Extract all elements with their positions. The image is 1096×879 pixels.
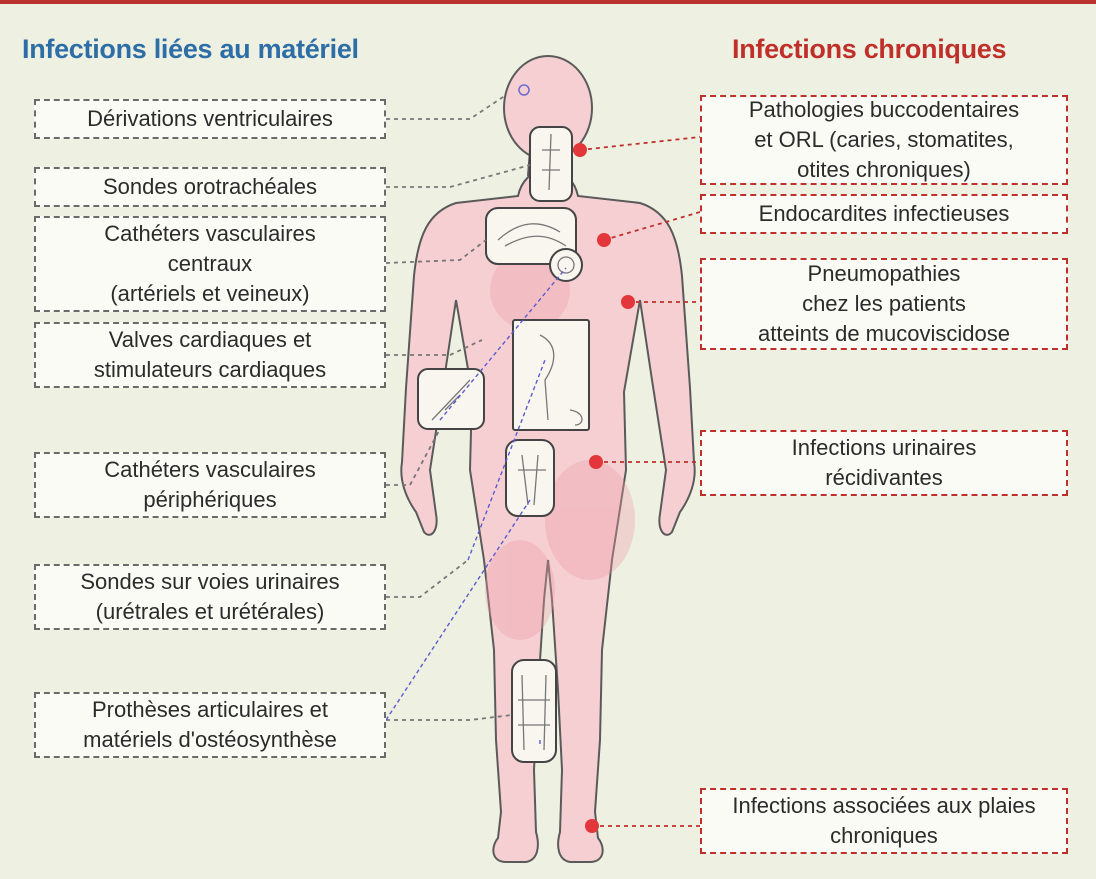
box-heart-valves-pacemakers: Valves cardiaques et stimulateurs cardia… <box>34 322 386 388</box>
box-endocarditis: Endocardites infectieuses <box>700 194 1068 234</box>
box-orotracheal-tubes: Sondes orotrachéales <box>34 167 386 207</box>
box-urinary-catheters: Sondes sur voies urinaires (urétrales et… <box>34 564 386 630</box>
box-joint-prostheses: Prothèses articulaires et matériels d'os… <box>34 692 386 758</box>
box-cystic-fibrosis-pneumonia: Pneumopathies chez les patients atteints… <box>700 258 1068 350</box>
dot-lung <box>621 295 635 309</box>
dot-heart <box>597 233 611 247</box>
dot-urinary <box>589 455 603 469</box>
box-ventricular-shunts: Dérivations ventriculaires <box>34 99 386 139</box>
box-central-catheters: Cathéters vasculaires centraux (artériel… <box>34 216 386 312</box>
inset-hip-prosthesis <box>506 440 554 516</box>
box-peripheral-catheters: Cathéters vasculaires périphériques <box>34 452 386 518</box>
box-recurrent-uti: Infections urinaires récidivantes <box>700 430 1068 496</box>
dot-wound <box>585 819 599 833</box>
inset-knee-prosthesis <box>512 660 556 762</box>
dot-oral <box>573 143 587 157</box>
inset-pacemaker <box>550 249 582 281</box>
inset-peripheral-catheter <box>418 369 484 429</box>
box-chronic-wounds: Infections associées aux plaies chroniqu… <box>700 788 1068 854</box>
box-oral-ent-pathologies: Pathologies buccodentaires et ORL (carie… <box>700 95 1068 185</box>
